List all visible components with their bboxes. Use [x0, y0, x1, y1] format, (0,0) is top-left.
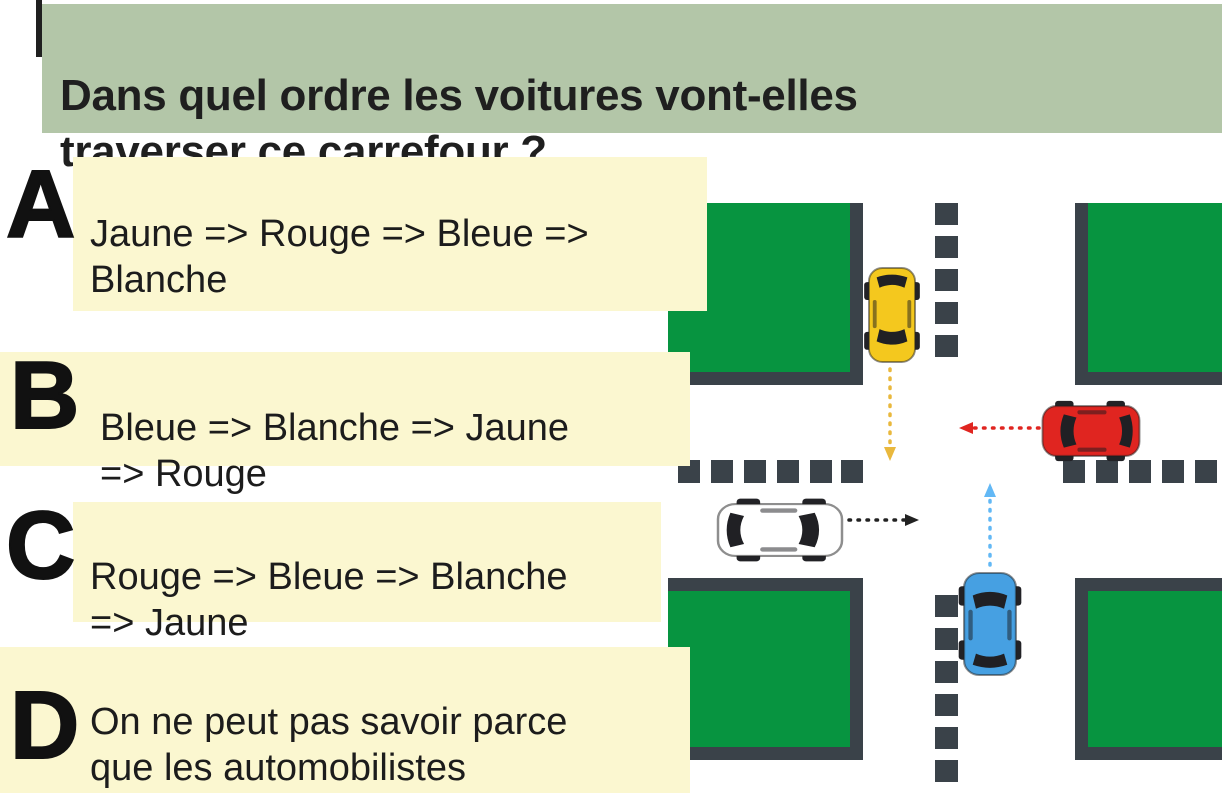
blue-car [957, 571, 1023, 677]
option-a-letter[interactable]: A [5, 151, 76, 258]
intersection-diagram [668, 200, 1222, 793]
option-b-letter[interactable]: B [9, 342, 80, 449]
question-header: Dans quel ordre les voitures vont-elles … [42, 4, 1222, 176]
red-car [1041, 399, 1141, 463]
road-curbs [668, 203, 1222, 760]
option-d-text: On ne peut pas savoir parce que les auto… [90, 701, 568, 789]
white-car [716, 497, 844, 563]
option-a[interactable]: Jaune => Rouge => Bleue => Blanche [73, 157, 707, 311]
option-a-text: Jaune => Rouge => Bleue => Blanche [90, 213, 589, 301]
slide-accent-mark [36, 0, 42, 57]
option-d-letter[interactable]: D [9, 672, 80, 779]
lane-markings [678, 203, 1217, 782]
yellow-car [863, 267, 921, 363]
option-c[interactable]: Rouge => Bleue => Blanche => Jaune [73, 502, 661, 644]
option-c-letter[interactable]: C [5, 492, 76, 599]
option-b-text: Bleue => Blanche => Jaune => Rouge [100, 407, 570, 495]
option-c-text: Rouge => Bleue => Blanche => Jaune [90, 556, 568, 644]
option-d[interactable]: On ne peut pas savoir parce que les auto… [0, 647, 690, 793]
option-b[interactable]: Bleue => Blanche => Jaune => Rouge [0, 352, 690, 495]
direction-arrows [847, 367, 1041, 567]
